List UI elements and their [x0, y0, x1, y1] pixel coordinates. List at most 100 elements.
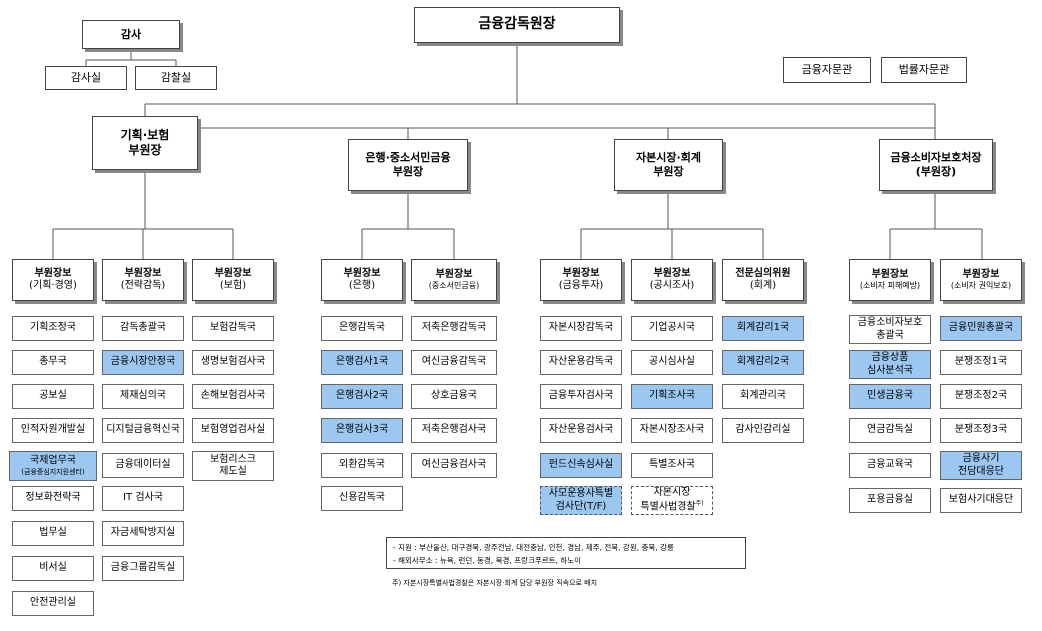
- dept-box: 분쟁조정1국: [940, 350, 1022, 375]
- dept-box: 안전관리실: [12, 591, 94, 616]
- dept-label: 감사인감리실: [735, 424, 791, 436]
- deputy-planning-insurance-line1: 기획·보험: [120, 128, 170, 142]
- dept-box: 정보화전략국: [12, 486, 94, 511]
- dept-label: 기획조정국: [30, 322, 76, 334]
- dept-label: 기획조사국: [649, 390, 695, 402]
- assistant-subtitle: (보험): [219, 280, 247, 291]
- dept-label: 생명보험검사국: [200, 356, 266, 368]
- assistant-subtitle: (금융투자): [558, 280, 604, 291]
- dept-box: 공시심사실: [631, 350, 713, 375]
- dept-label: 외환감독국: [339, 459, 385, 471]
- branches-note: - 지원 : 부산울산, 대구경북, 광주전남, 대전충남, 인천, 경남, 제…: [393, 543, 674, 552]
- dept-label: IT 검사국: [123, 492, 163, 504]
- dept-label: 은행검사3국: [335, 424, 389, 436]
- dept-box: 신용감독국: [321, 486, 403, 511]
- dept-label: 보험사기대응단: [948, 494, 1014, 506]
- assistant-title: 부원장보: [653, 267, 691, 279]
- dept-label: 자본시장: [653, 487, 691, 499]
- dept-label: 분쟁조정2국: [954, 390, 1008, 402]
- dept-box-highlighted: 민생금융국: [849, 384, 931, 409]
- dept-box: 생명보험검사국: [192, 350, 274, 375]
- assistant-subtitle: (기획·경영): [29, 280, 77, 291]
- dept-label: 금융데이터실: [115, 459, 171, 471]
- dept-label: 금융시장안정국: [110, 356, 176, 368]
- dept-box: 은행감독국: [321, 316, 403, 341]
- dept-box: 총무국: [12, 350, 94, 375]
- governor-box: 금융감독원장: [414, 7, 620, 43]
- legal-advisor-box: 법률자문관: [881, 57, 967, 83]
- assistant-box-investment: 부원장보 (금융투자): [540, 259, 622, 301]
- deputy-planning-insurance-box: 기획·보험 부원장: [92, 116, 198, 170]
- dept-box: 비서실: [12, 556, 94, 581]
- dept-label-text: 특별사법경찰: [640, 501, 696, 513]
- dept-label: 공시심사실: [649, 356, 695, 368]
- assistant-box-smallbiz: 부원장보 (중소서민금융): [411, 259, 497, 301]
- assistant-title: 전문심의위원: [735, 267, 791, 279]
- assistant-box-consumer-prevention: 부원장보 (소비자 피해예방): [849, 259, 931, 301]
- dept-label-line2: 총괄국: [876, 329, 904, 341]
- dept-label: 기업공시국: [649, 322, 695, 334]
- deputy-banking-box: 은행·중소서민금융 부원장: [348, 139, 468, 191]
- dept-box: 자본시장조사국: [631, 418, 713, 443]
- dept-box: 여신금융감독국: [411, 350, 497, 375]
- deputy-consumer-protection-box: 금융소비자보호처장 (부원장): [879, 139, 993, 191]
- assistant-box-planning: 부원장보 (기획·경영): [12, 259, 94, 301]
- dept-box: 인적자원개발실: [12, 418, 94, 443]
- dept-box: 분쟁조정3국: [940, 418, 1022, 443]
- dept-label: 총무국: [39, 356, 67, 368]
- dept-box: 여신금융검사국: [411, 453, 497, 478]
- dept-label: 공보실: [39, 390, 67, 402]
- dept-label: 금융소비자보호: [857, 317, 923, 328]
- dept-box-highlighted: 기획조사국: [631, 384, 713, 409]
- dept-label-line2: 제도실: [219, 466, 247, 477]
- dept-label: 감독총괄국: [120, 322, 166, 334]
- assistant-box-insurance: 부원장보 (보험): [192, 259, 274, 301]
- dept-box: 금융소비자보호 총괄국: [849, 315, 931, 344]
- assistant-title: 부원장보: [214, 267, 252, 279]
- dept-label: 금융민원총괄국: [948, 322, 1014, 334]
- assistant-title: 부원장보: [34, 267, 72, 279]
- dept-label: 인적자원개발실: [20, 424, 86, 436]
- deputy-banking-line1: 은행·중소서민금융: [365, 151, 451, 165]
- dept-label: 보험영업검사실: [200, 424, 266, 436]
- dept-box: 손해보험검사국: [192, 384, 274, 409]
- financial-advisor-label: 금융자문관: [801, 63, 853, 77]
- dept-label: 여신금융검사국: [421, 459, 487, 471]
- dept-box-highlighted: 국제업무국 (금융중심지지원센터): [9, 451, 97, 481]
- dept-label: 은행검사2국: [335, 390, 389, 402]
- dept-box-highlighted: 회계감리2국: [722, 350, 804, 375]
- dept-label: 금융투자검사국: [548, 390, 614, 402]
- dept-label: 자본시장감독국: [548, 322, 614, 334]
- dept-label-line2: 전담대응단: [958, 465, 1004, 477]
- assistant-subtitle: (은행): [348, 280, 376, 291]
- dept-box: 저축은행검사국: [411, 418, 497, 443]
- assistant-box-banking: 부원장보 (은행): [321, 259, 403, 301]
- dept-label: 정보화전략국: [25, 492, 81, 504]
- assistant-title: 부원장보: [871, 268, 909, 280]
- dept-label: 자산운용검사국: [548, 424, 614, 436]
- dept-box: 자산운용감독국: [540, 350, 622, 375]
- assistant-subtitle: (전략감독): [120, 280, 166, 291]
- dept-box-highlighted: 회계감리1국: [722, 316, 804, 341]
- dept-label: 보험감독국: [210, 322, 256, 334]
- assistant-title: 부원장보: [962, 268, 1000, 280]
- inspection-office-box: 감찰실: [135, 66, 217, 90]
- assistant-title: 부원장보: [343, 267, 381, 279]
- dept-label: 손해보험검사국: [200, 390, 266, 402]
- dept-label: 안전관리실: [30, 597, 76, 609]
- dept-box-highlighted: 펀드신속심사실: [540, 453, 622, 478]
- dept-label: 회계감리2국: [736, 356, 790, 368]
- deputy-consumer-protection-line1: 금융소비자보호처장: [890, 151, 982, 165]
- dept-box: 디지털금융혁신국: [102, 418, 184, 443]
- dept-label: 특별조사국: [649, 459, 695, 471]
- governor-label: 금융감독원장: [478, 16, 556, 33]
- dept-box: 공보실: [12, 384, 94, 409]
- dept-box-highlighted: 은행검사1국: [321, 350, 403, 375]
- dept-sublabel: (금융중심지지원센터): [21, 467, 85, 476]
- assistant-box-consumer-rights: 부원장보 (소비자 권익보호): [940, 259, 1022, 301]
- legal-advisor-label: 법률자문관: [898, 63, 950, 77]
- assistant-box-disclosure: 부원장보 (공시조사): [631, 259, 713, 301]
- footnote-mark: 주): [695, 499, 704, 507]
- dept-box: 회계관리국: [722, 384, 804, 409]
